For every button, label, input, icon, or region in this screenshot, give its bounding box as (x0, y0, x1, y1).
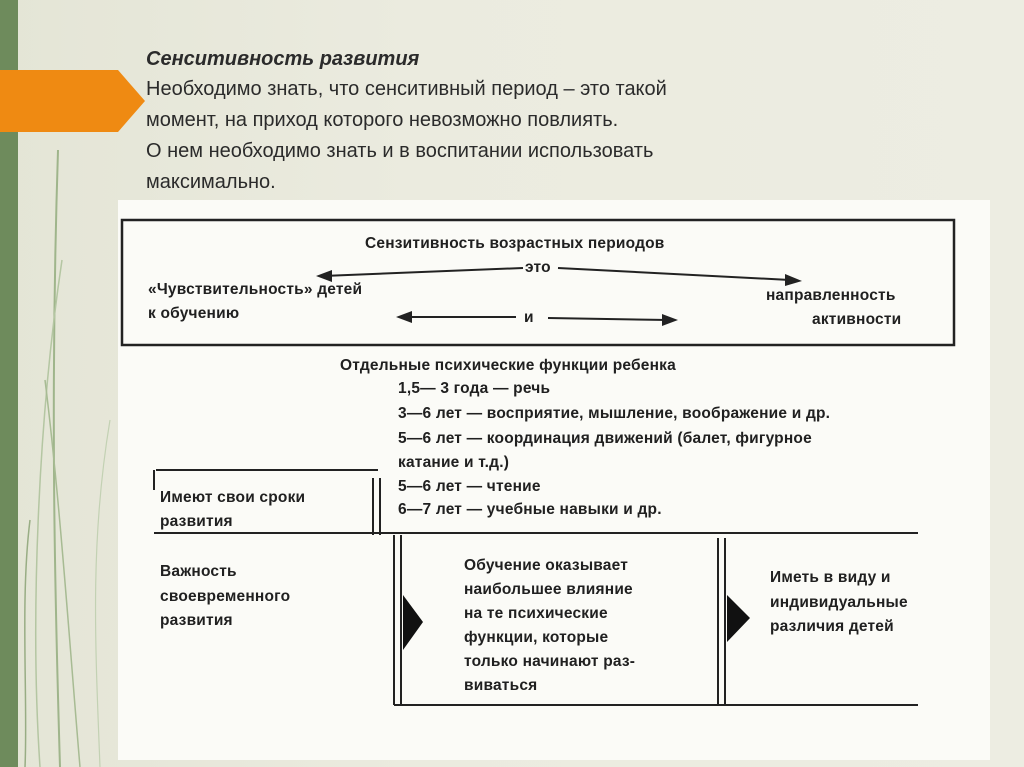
top-box-left-line1: «Чувствительность» детей (148, 281, 363, 298)
slide-text-line-3: О нем необходимо знать и в воспитании ис… (146, 140, 654, 162)
functions-item-3: 5—6 лет — координация движений (балет, ф… (398, 430, 812, 447)
functions-header: Отдельные психические функции ребенка (340, 357, 676, 374)
slide-text-line-1: Необходимо знать, что сенситивный период… (146, 78, 667, 100)
top-box-eto: это (525, 259, 551, 276)
top-box-frame (120, 218, 956, 347)
left-bottom-line3: развития (160, 612, 233, 629)
functions-item-1: 1,5— 3 года — речь (398, 380, 551, 397)
left-top-line2: развития (160, 513, 233, 530)
triangle-pointer-2 (727, 595, 750, 642)
middle-line1: Обучение оказывает (464, 557, 629, 574)
functions-item-4: катание и т.д.) (398, 454, 510, 471)
right-line3: различия детей (770, 618, 894, 635)
diagram-lines (120, 218, 956, 706)
left-bottom-line2: своевременного (160, 588, 291, 605)
top-box-and: и (524, 309, 534, 326)
arrow-head-mid-right (662, 314, 678, 326)
slide-text-line-4: максимально. (146, 171, 276, 193)
slide-text-line-2: момент, на приход которого невозможно по… (146, 109, 619, 131)
right-line1: Иметь в виду и (770, 569, 891, 586)
triangle-pointer-1 (403, 595, 423, 650)
scanned-diagram: Сензитивность возрастных периодов это «Ч… (118, 200, 990, 760)
middle-line5: только начинают раз- (464, 653, 636, 670)
grass-decoration (24, 149, 111, 767)
left-bottom-line1: Важность (160, 563, 237, 580)
orange-arrow-flag (0, 70, 145, 132)
functions-item-5: 5—6 лет — чтение (398, 478, 541, 495)
middle-line3: на те психические (464, 605, 608, 622)
middle-line4: функции, которые (464, 629, 609, 646)
arrow-head-mid-left (396, 311, 412, 323)
arrow-head-left (316, 270, 332, 282)
slide-header: Сенситивность развития Необходимо знать,… (146, 44, 906, 198)
middle-line6: виваться (464, 677, 538, 694)
top-box-title: Сензитивность возрастных периодов (365, 235, 665, 252)
top-box-right-line1: направленность (766, 287, 896, 304)
right-line2: индивидуальные (770, 594, 908, 611)
slide-title: Сенситивность развития (146, 48, 420, 70)
left-accent-bar (0, 0, 18, 767)
middle-line2: наибольшее влияние (464, 581, 633, 598)
arrow-head-right (785, 274, 802, 286)
functions-item-2: 3—6 лет — восприятие, мышление, воображе… (398, 405, 831, 422)
functions-item-6: 6—7 лет — учебные навыки и др. (398, 501, 662, 518)
top-box-left-line2: к обучению (148, 305, 240, 322)
left-top-line1: Имеют свои сроки (160, 489, 306, 506)
top-box-right-line2: активности (812, 311, 902, 328)
